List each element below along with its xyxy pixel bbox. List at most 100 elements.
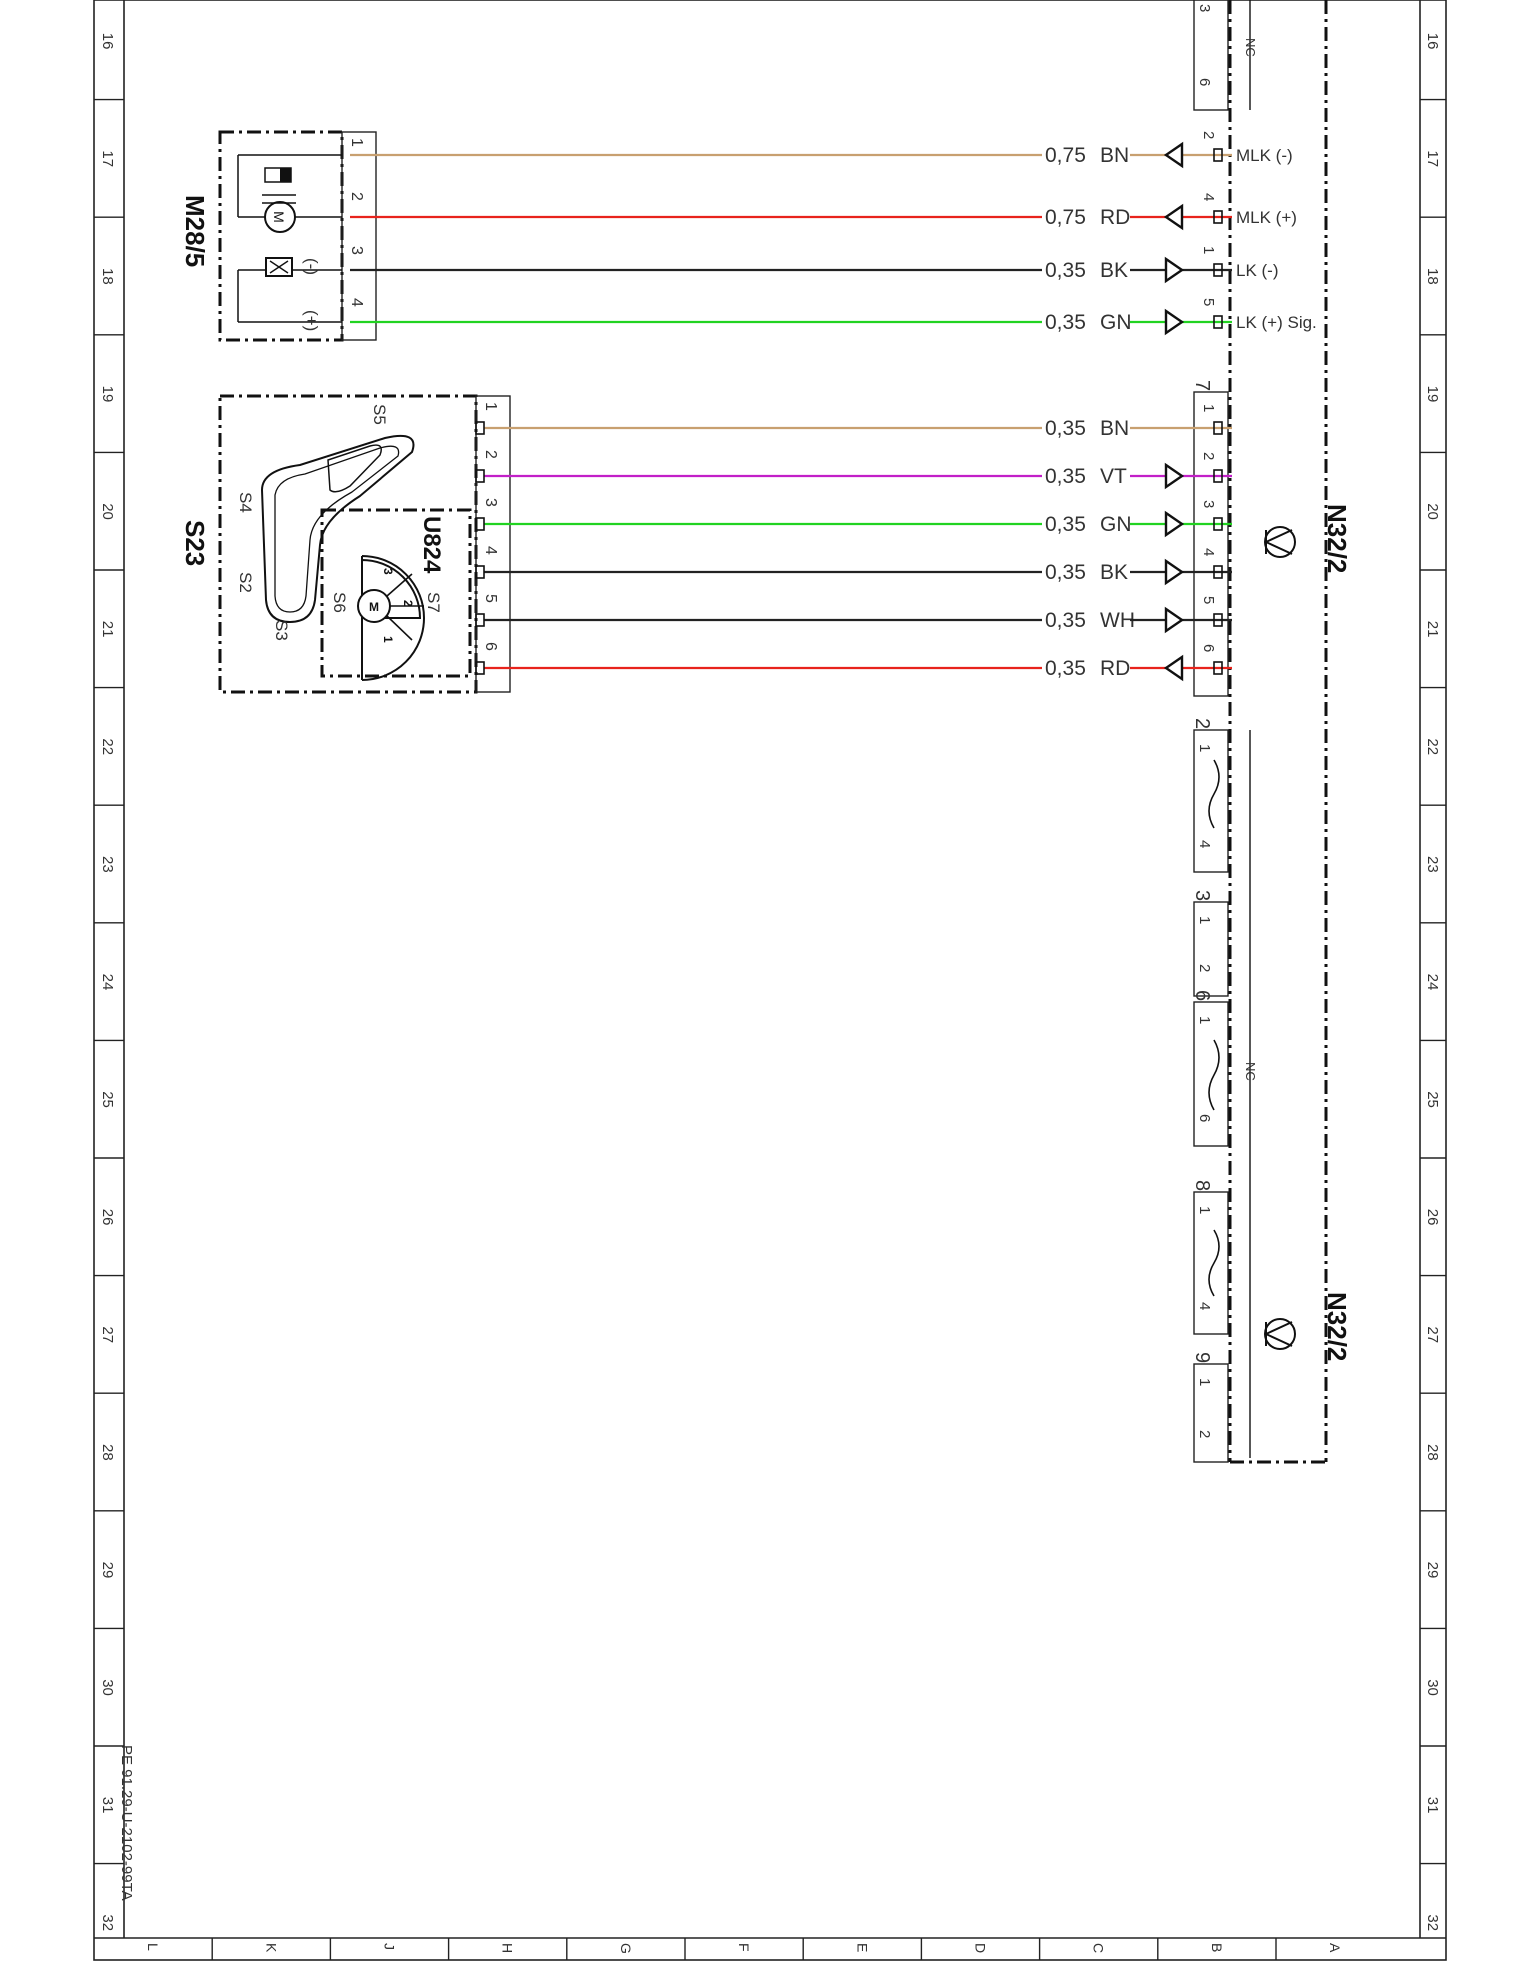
connector-pin-number: 1 — [1200, 404, 1217, 412]
connector-housing — [1193, 729, 1229, 873]
n32-2-label: N32/2 — [1322, 504, 1352, 573]
m28-5-pin4: 4 — [348, 298, 365, 307]
row-label-left: 29 — [99, 1562, 116, 1579]
wire-gauge: 0,75 — [1045, 206, 1086, 229]
column-label: C — [1091, 1943, 1107, 1953]
component-n32-2: N32/2 N32/2 — [1228, 0, 1352, 1464]
row-label-right: 21 — [1424, 621, 1441, 638]
connector-pin-number: 4 — [1196, 840, 1213, 848]
connector-pin-number: 4 — [1200, 548, 1217, 556]
connector-9: 9 1 2 — [1191, 1352, 1229, 1463]
connector-housing — [1193, 0, 1229, 111]
column-label: B — [1209, 1943, 1225, 1952]
row-label-left: 16 — [99, 33, 116, 50]
m28-5-pin2: 2 — [348, 192, 365, 201]
row-label-right: 30 — [1424, 1679, 1441, 1696]
connector-pin-number: 1 — [1196, 1016, 1213, 1024]
row-label-left: 22 — [99, 738, 116, 755]
connector-8: 814 — [1191, 1180, 1229, 1335]
connector-pin-number: 2 — [1196, 1430, 1213, 1438]
wire-color-code: GN — [1100, 513, 1132, 536]
jumper-link — [1208, 759, 1220, 829]
pin-terminal — [1213, 263, 1223, 277]
selector-lever-shape — [260, 434, 415, 624]
row-label-left: 31 — [99, 1797, 116, 1814]
s23-pin-number: 2 — [482, 450, 499, 459]
connector-housing — [1193, 1191, 1229, 1335]
jumper-link — [1208, 1039, 1220, 1111]
connector-housing — [1193, 391, 1229, 697]
no-connect-label: NC — [1243, 1062, 1258, 1081]
pin-terminal — [1213, 613, 1223, 627]
wire-gauge: 0,35 — [1045, 465, 1086, 488]
s23-pin-number: 1 — [482, 402, 499, 411]
jumper-link — [1208, 1229, 1220, 1297]
no-connect-label: NC — [1243, 38, 1258, 57]
connector-id: 7 — [1191, 380, 1213, 391]
column-label: D — [973, 1943, 989, 1953]
connector-2: 2 1 4 — [1191, 718, 1229, 873]
wire-color-code: BN — [1100, 144, 1129, 167]
row-label-left: 28 — [99, 1444, 116, 1461]
row-label-right: 19 — [1424, 386, 1441, 403]
connector-id: 9 — [1191, 1352, 1213, 1363]
s23-switch-s6: S6 — [330, 592, 349, 613]
wire-color-code: WH — [1100, 609, 1135, 632]
connector-pin-number: 1 — [1196, 1378, 1213, 1386]
sensor-icon — [265, 257, 293, 277]
component-m28-5: M28/5 M (-) (+) 1 2 3 — [180, 130, 377, 342]
row-label-right: 22 — [1424, 738, 1441, 755]
connector-housing — [1193, 1001, 1229, 1147]
connector-3: 3 1 2 — [1191, 890, 1229, 997]
m28-5-label: M28/5 — [180, 195, 210, 267]
connector-housing — [1193, 901, 1229, 997]
s23-switch-s2: S2 — [236, 572, 255, 593]
column-tick-marks — [211, 1938, 1277, 1960]
row-label-right: 20 — [1424, 503, 1441, 520]
connector-pin-number: 5 — [1200, 596, 1217, 604]
pin-terminal — [475, 517, 485, 531]
direction-arrow-icon — [1163, 203, 1184, 231]
row-label-left: 32 — [99, 1914, 116, 1931]
wire-color-code: BK — [1100, 561, 1128, 584]
column-label: L — [145, 1943, 161, 1951]
connector-7: 7 — [1191, 380, 1229, 697]
connector-4: 436NC — [1193, 0, 1258, 111]
connector-id: 2 — [1191, 718, 1213, 729]
row-label-right: 32 — [1424, 1914, 1441, 1931]
wire-gauge: 0,35 — [1045, 417, 1086, 440]
connector-pin-number: 1 — [1196, 1206, 1213, 1214]
pin-terminal — [1213, 565, 1223, 579]
wire-color-code: RD — [1100, 657, 1130, 680]
connector-pin-number: 1 — [1196, 744, 1213, 752]
row-label-left: 18 — [99, 268, 116, 285]
connector-pin-number: 6 — [1196, 1114, 1213, 1122]
s23-pin-number: 4 — [482, 546, 499, 555]
connector-pin-number: 2 — [1196, 964, 1213, 972]
drawing-id: PE 91.29-U-2102-99TA — [118, 1745, 135, 1901]
connector-id: 3 — [1191, 890, 1213, 901]
s23-switch-s7: S7 — [424, 592, 443, 613]
signal-label: MLK (-) — [1236, 146, 1293, 165]
m28-5-pin3-sign: (-) — [302, 258, 321, 275]
connector-housings: 436NC7214312616NC814912 — [1191, 0, 1258, 1463]
s23-label: S23 — [180, 520, 210, 566]
pin-terminal — [475, 469, 485, 483]
row-label-right: 16 — [1424, 33, 1441, 50]
s23-switch-s4: S4 — [236, 492, 255, 513]
connector-pin-number: 2 — [1200, 452, 1217, 460]
row-label-left: 26 — [99, 1209, 116, 1226]
connector-pin-number: 1 — [1200, 246, 1217, 254]
connector-pin-number: 1 — [1196, 916, 1213, 924]
svg-text:M: M — [271, 211, 287, 223]
signal-label: LK (+) Sig. — [1236, 313, 1317, 332]
